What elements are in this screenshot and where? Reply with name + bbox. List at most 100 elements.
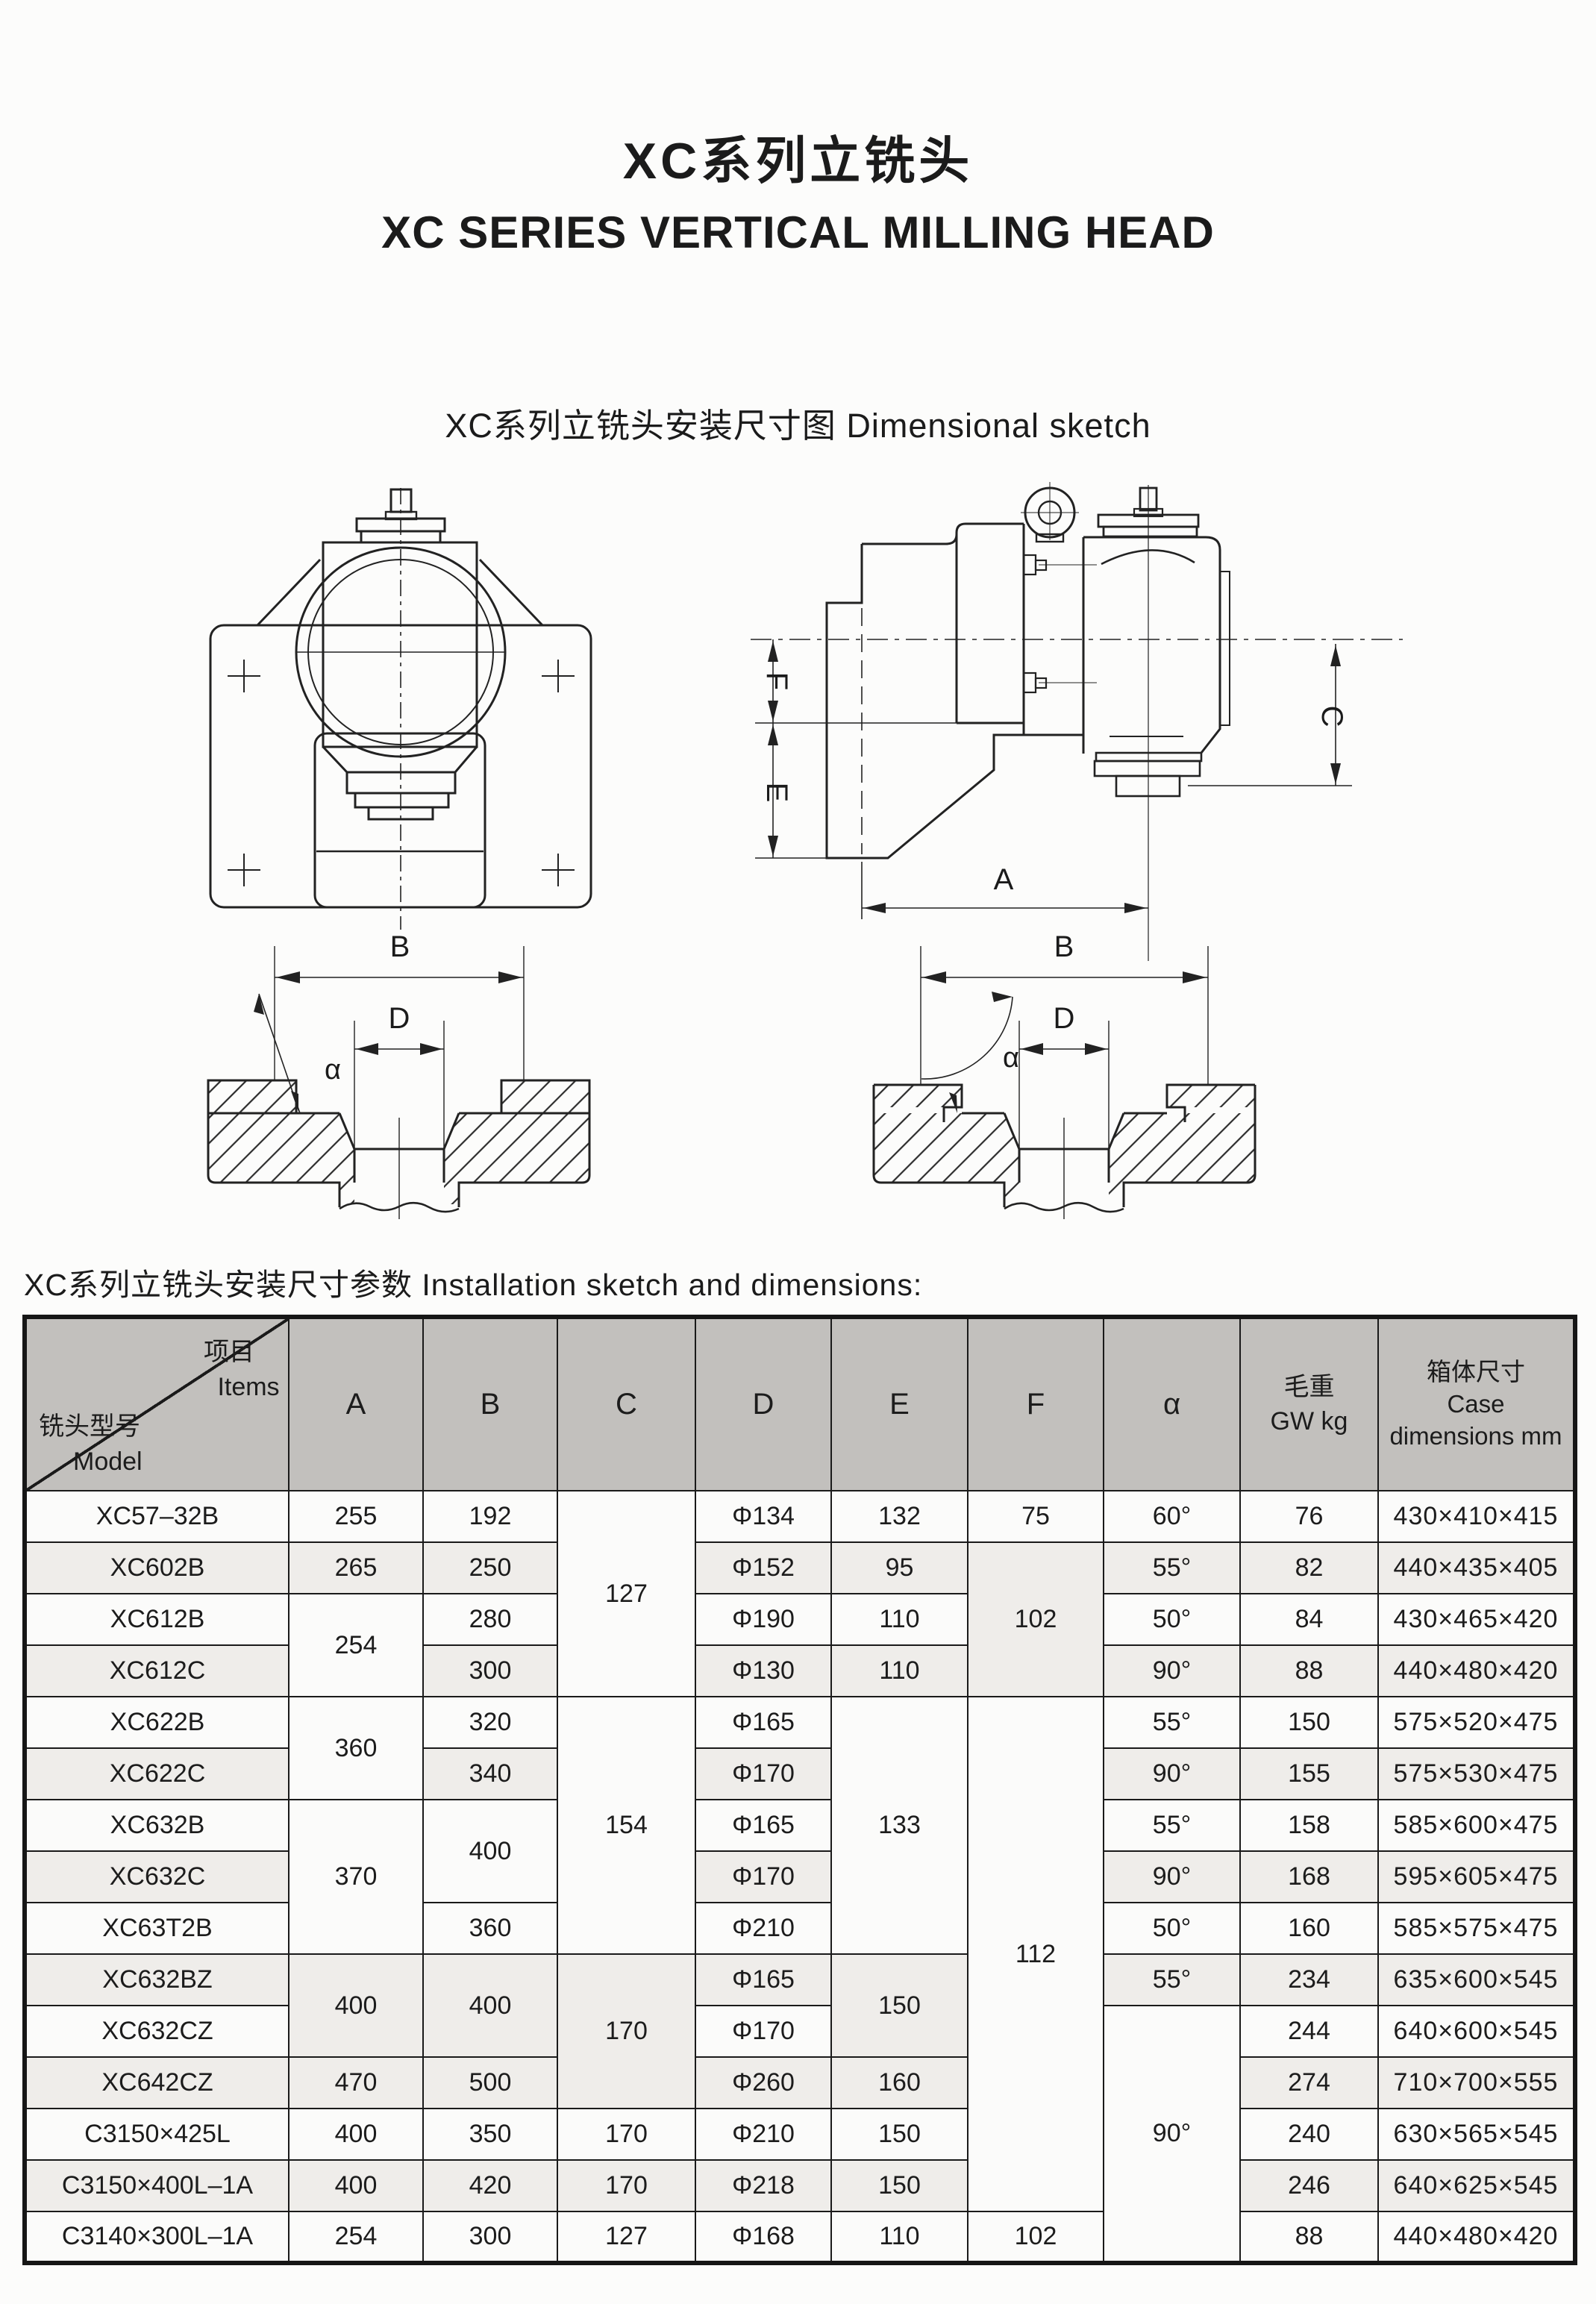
cell-case: 440×480×420 [1377, 2211, 1576, 2264]
dim-label-f: F [760, 672, 793, 690]
cell-e: 95 [830, 1541, 968, 1594]
cell-case: 575×530×475 [1377, 1747, 1576, 1800]
cell-d: Φ170 [695, 1747, 832, 1800]
cell-gw: 84 [1239, 1593, 1379, 1646]
cell-d: Φ170 [695, 1850, 832, 1903]
flange-left-dim-alpha [254, 993, 301, 1114]
header-model-cn: 铣头型号 [39, 1412, 140, 1441]
front-neck-slopes [322, 745, 478, 774]
cell-model: XC632BZ [24, 1953, 290, 2006]
cell-case: 635×600×545 [1377, 1953, 1576, 2006]
side-column-top [862, 522, 1024, 545]
side-view-labels: F E C A [760, 672, 1348, 896]
table-row: XC632CZ Φ170 90° 244 640×600×545 [24, 2005, 1576, 2264]
cell-d: Φ165 [695, 1696, 832, 1749]
cell-b: 400 [422, 1799, 558, 1903]
sketch-caption: XC系列立铣头安装尺寸图 Dimensional sketch [445, 407, 1151, 445]
table-row: XC622C 340 Φ170 90° 155 575×530×475 [24, 1747, 1576, 1800]
cell-model: XC622B [24, 1696, 290, 1749]
flange-section-left-drawing: B D α [207, 930, 591, 1219]
cell-b: 192 [422, 1490, 558, 1543]
cell-alpha: 50° [1103, 1902, 1241, 1955]
header-col-b: B [422, 1316, 558, 1491]
header-col-case: 箱体尺寸 Case dimensions mm [1377, 1316, 1576, 1491]
cell-e: 110 [830, 2211, 968, 2264]
page-title-chinese: XC系列立铣头 [622, 133, 974, 190]
cell-d: Φ134 [695, 1490, 832, 1543]
dim-label-d: D [1054, 1002, 1075, 1035]
side-head-plate [1219, 571, 1230, 726]
cell-gw: 240 [1239, 2108, 1379, 2161]
side-top-shaft [1139, 486, 1158, 512]
flange-right-hatching [874, 1085, 1255, 1204]
side-head-right [1200, 566, 1221, 754]
cell-case: 430×465×420 [1377, 1593, 1576, 1646]
side-spindle-slab-2 [1093, 760, 1201, 777]
side-head-top [1083, 536, 1221, 566]
flange-left-dim-d [354, 1021, 445, 1148]
flange-right-rim-r [1165, 1083, 1257, 1122]
side-flange [955, 524, 1025, 735]
cell-a: 265 [288, 1541, 424, 1594]
cell-b: 500 [422, 2056, 558, 2109]
header-case-cn: 箱体尺寸 [1427, 1358, 1525, 1386]
dim-label-a: A [994, 863, 1014, 896]
side-dim-e [755, 723, 827, 859]
front-top-collar [384, 510, 418, 521]
cell-alpha: 90° [1103, 2005, 1241, 2264]
cell-case: 640×600×545 [1377, 2005, 1576, 2058]
table-row: C3150×425L 400 350 170 Φ210 150 240 630×… [24, 2108, 1576, 2161]
cell-case: 595×605×475 [1377, 1850, 1576, 1903]
cell-case: 630×565×545 [1377, 2108, 1576, 2161]
cell-d: Φ170 [695, 2005, 832, 2058]
flange-right-rim-l [872, 1083, 963, 1122]
cell-d: Φ152 [695, 1541, 832, 1594]
cell-c: 127 [557, 2211, 696, 2264]
cell-c: 127 [557, 1490, 696, 1697]
side-dim-a [861, 862, 1148, 919]
cell-a: 400 [288, 1953, 424, 2058]
side-top-collar [1133, 507, 1164, 518]
cell-c: 154 [557, 1696, 696, 1955]
table-row: C3140×300L–1A 254 300 127 Φ168 110 102 8… [24, 2211, 1576, 2264]
table-row: XC622B 360 320 154 Φ165 133 112 55° 150 … [24, 1696, 1576, 2212]
cell-d: Φ210 [695, 1902, 832, 1955]
cell-b: 250 [422, 1541, 558, 1594]
cell-model: XC632B [24, 1799, 290, 1852]
cell-gw: 158 [1239, 1799, 1379, 1852]
front-hole-crosses [228, 660, 575, 886]
cell-a: 470 [288, 2056, 424, 2109]
front-gussets [256, 558, 544, 627]
cell-c: 170 [557, 1953, 696, 2109]
cell-model: XC57–32B [24, 1490, 290, 1543]
cell-d: Φ130 [695, 1644, 832, 1697]
cell-b: 340 [422, 1747, 558, 1800]
cell-a: 254 [288, 1593, 424, 1697]
flange-right-dim-alpha [921, 992, 1013, 1113]
side-dim-c [1188, 644, 1352, 786]
dim-label-b: B [390, 930, 410, 963]
cell-f: 75 [967, 1490, 1104, 1543]
cell-a: 255 [288, 1490, 424, 1543]
table-row: XC57–32B 255 192 127 Φ134 132 75 60° 76 … [24, 1490, 1576, 1697]
front-column-body [322, 541, 478, 748]
cell-gw: 82 [1239, 1541, 1379, 1594]
header-case-en2: dimensions mm [1389, 1421, 1562, 1450]
side-view-drawing: F E C A [751, 482, 1403, 961]
cell-case: 585×600×475 [1377, 1799, 1576, 1852]
cell-d: Φ165 [695, 1953, 832, 2006]
cell-case: 575×520×475 [1377, 1696, 1576, 1749]
cell-a: 360 [288, 1696, 424, 1800]
flange-left-hatching [208, 1080, 589, 1204]
flange-right-dim-d [1018, 1021, 1110, 1148]
cell-a: 254 [288, 2211, 424, 2264]
side-bolt-upper [1022, 554, 1097, 576]
cell-case: 710×700×555 [1377, 2056, 1576, 2109]
cell-alpha: 55° [1103, 1696, 1241, 1749]
table-row: C3150×400L–1A 400 420 170 Φ218 150 246 6… [24, 2159, 1576, 2212]
cell-b: 350 [422, 2108, 558, 2161]
cell-e: 110 [830, 1593, 968, 1646]
cell-f: 112 [967, 1696, 1104, 2212]
cell-d: Φ218 [695, 2159, 832, 2212]
